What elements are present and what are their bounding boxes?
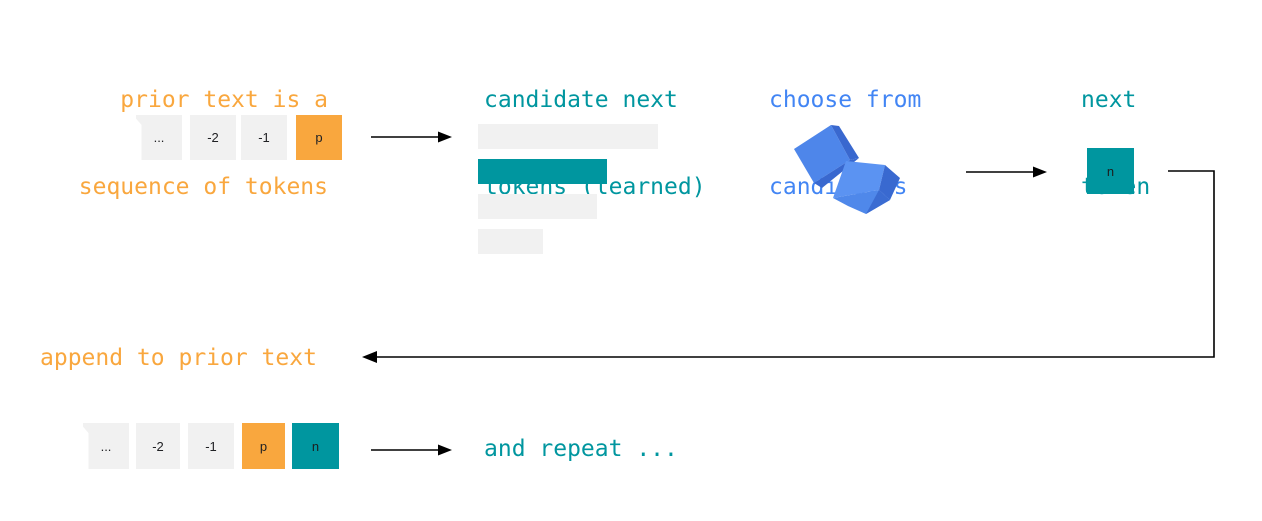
token-minus-1: -1 [241, 115, 287, 160]
token-p: p [242, 423, 285, 469]
candidates-heading-line1: candidate next [484, 87, 678, 113]
arrow-right-icon [966, 166, 1047, 178]
arrow-left-icon [362, 170, 1215, 363]
candidate-bar [478, 194, 597, 219]
token-minus-1: -1 [188, 423, 234, 469]
prior-text-heading: prior text is a sequence of tokens [62, 28, 328, 231]
dice-icon [794, 125, 900, 214]
token-ellipsis: ... [83, 423, 129, 469]
token-ellipsis: ... [136, 115, 182, 160]
arrow-right-icon [371, 131, 452, 143]
prior-text-heading-line2: sequence of tokens [78, 174, 328, 200]
repeat-heading: and repeat ... [484, 436, 678, 462]
token-minus-2: -2 [190, 115, 236, 160]
append-heading: append to prior text [40, 345, 317, 371]
candidate-bar [478, 124, 658, 149]
token-p: p [296, 115, 342, 160]
token-minus-2: -2 [136, 423, 180, 469]
prior-text-heading-line1: prior text is a [120, 87, 328, 113]
candidate-bar-chosen [478, 159, 607, 184]
arrow-right-icon [371, 444, 452, 456]
token-n: n [292, 423, 339, 469]
choose-heading-line1: choose from [769, 87, 922, 113]
next-token: n [1087, 148, 1134, 194]
next-token-heading-line1: next [1081, 87, 1137, 113]
candidate-bar [478, 229, 543, 254]
